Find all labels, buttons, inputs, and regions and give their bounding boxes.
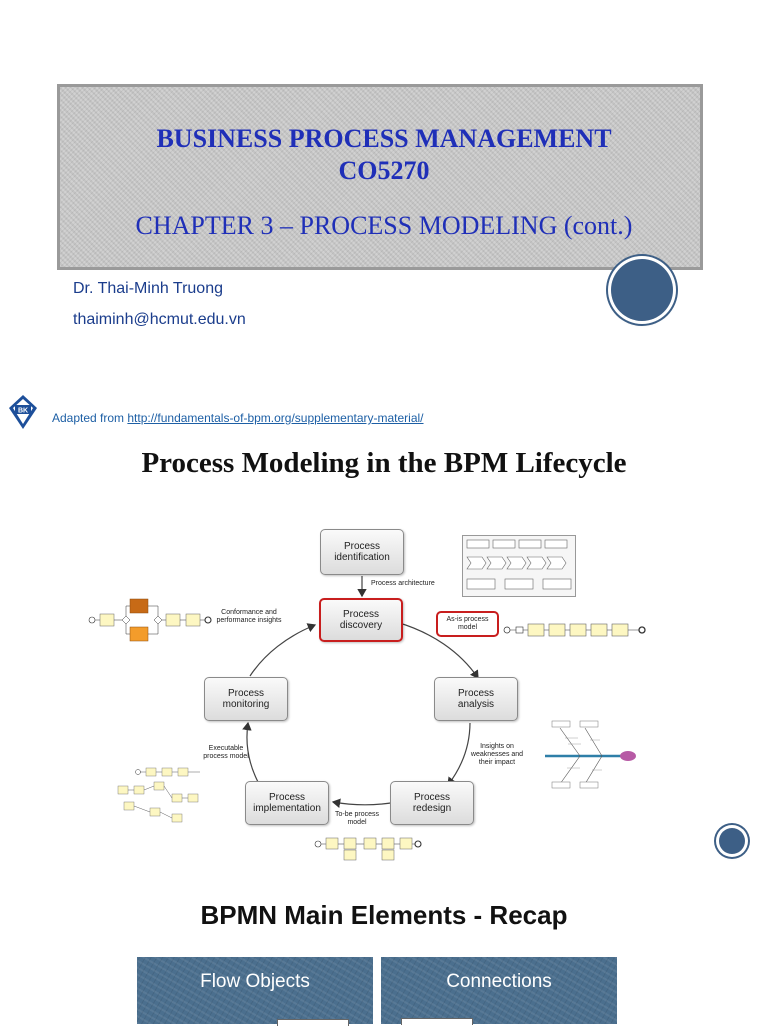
tile-connections-preview — [401, 1018, 473, 1025]
label-tobe-model: To-be process model — [335, 811, 379, 827]
attribution-prefix: Adapted from — [52, 411, 128, 425]
course-title: BUSINESS PROCESS MANAGEMENT — [156, 124, 612, 153]
box-process-discovery: Process discovery — [319, 598, 403, 642]
tile-flow-objects: Flow Objects — [137, 957, 373, 1024]
band-edge-top — [57, 84, 703, 87]
band-edge-right — [700, 84, 703, 270]
chapter-title: CHAPTER 3 – PROCESS MODELING (cont.) — [135, 211, 633, 240]
label-asis-model: As-is process model — [436, 611, 499, 638]
decorative-circle-small — [719, 828, 745, 854]
slide2-title: Process Modeling in the BPM Lifecycle — [141, 447, 627, 479]
label-process-architecture: Process architecture — [371, 580, 435, 587]
box-process-implementation: Process implementation — [245, 781, 329, 825]
thumbnail-architecture — [462, 535, 576, 597]
university-logo: BK — [9, 395, 37, 429]
decorative-circle-large — [611, 259, 673, 321]
thumbnail-asis-model — [503, 623, 646, 637]
cycle-arc-right — [395, 621, 479, 679]
author-name: Dr. Thai-Minh Truong — [73, 280, 223, 297]
box-process-analysis: Process analysis — [434, 677, 518, 721]
box-process-redesign: Process redesign — [390, 781, 474, 825]
slide3-title: BPMN Main Elements - Recap — [200, 900, 568, 930]
thumbnail-monitoring-model — [88, 598, 212, 642]
thumbnail-executable-model — [117, 767, 200, 823]
cycle-arc-bottom — [331, 798, 398, 808]
thumbnail-tobe-model — [314, 837, 422, 861]
box-process-monitoring: Process monitoring — [204, 677, 288, 721]
box-process-identification: Process identification — [320, 529, 404, 575]
tile-flow-objects-preview — [277, 1019, 349, 1026]
source-link[interactable]: http://fundamentals-of-bpm.org/supplemen… — [127, 411, 424, 425]
label-conformance: Conformance and performance insights — [216, 609, 282, 625]
cycle-arc-right-lower — [447, 722, 471, 786]
band-edge-left — [57, 84, 60, 270]
cycle-arc-left — [249, 623, 317, 677]
tile-connections: Connections — [381, 957, 617, 1024]
title-band — [57, 84, 703, 270]
course-code: CO5270 — [338, 156, 430, 185]
label-insights: Insights on weaknesses and their impact — [470, 743, 524, 767]
author-email: thaiminh@hcmut.edu.vn — [73, 311, 246, 328]
source-attribution: Adapted from http://fundamentals-of-bpm.… — [52, 411, 424, 425]
label-executable-model: Executable process model — [203, 745, 249, 761]
logo-text: BK — [18, 408, 28, 415]
thumbnail-fishbone — [545, 720, 636, 789]
cycle-arc-left-lower — [242, 721, 259, 783]
band-edge-bottom — [57, 267, 703, 270]
